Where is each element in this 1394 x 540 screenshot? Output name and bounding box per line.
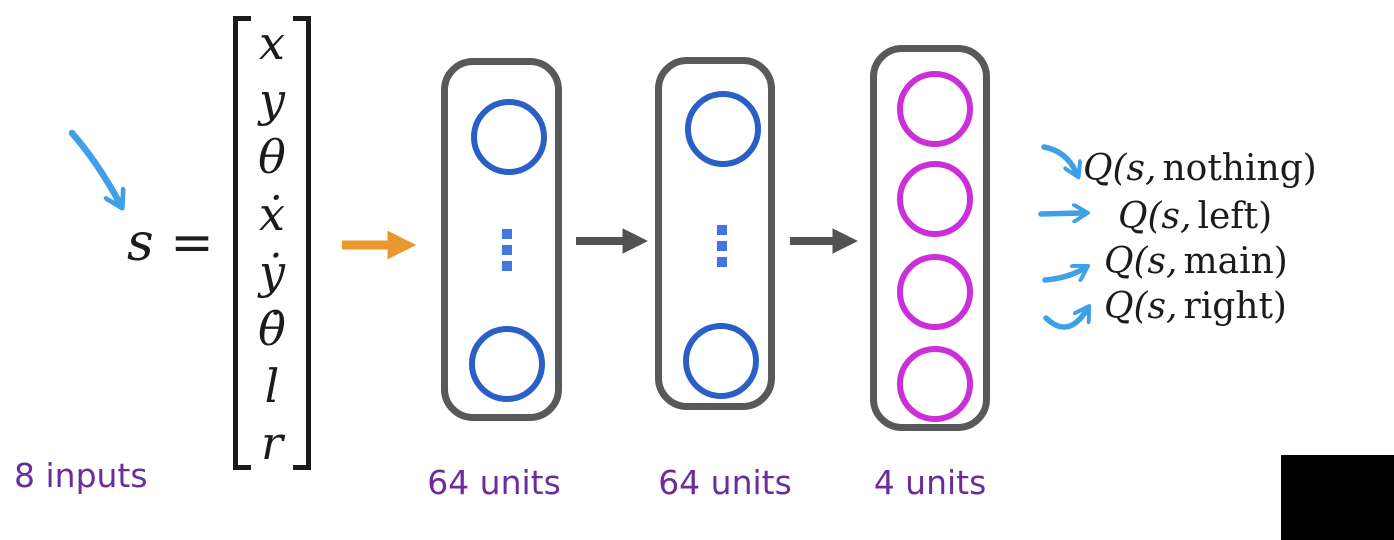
- unit-node: [469, 326, 545, 402]
- vector-entry: θ: [258, 130, 286, 185]
- unit-node: [897, 71, 973, 147]
- q-action-name: main): [1183, 241, 1288, 282]
- q-function-prefix: Q(s,: [1083, 148, 1157, 189]
- corner-overlay-box: [1281, 455, 1394, 540]
- state-equation-lhs: s =: [127, 213, 214, 273]
- q-action-name: right): [1183, 286, 1287, 327]
- vector-entry: ẋ: [259, 187, 285, 242]
- right-bracket: [293, 16, 311, 470]
- unit-node: [685, 91, 761, 167]
- state-vector-entries: x y θ ẋ ẏ θ̇ l r: [233, 20, 311, 466]
- ellipsis-dots-icon: [502, 229, 512, 271]
- q-value-nothing: Q(s,nothing): [1083, 149, 1317, 189]
- left-bracket: [233, 16, 251, 470]
- q-action-name: left): [1197, 196, 1273, 237]
- q-left-arrow-icon: [1038, 213, 1082, 214]
- q-function-prefix: Q(s,: [1104, 241, 1178, 282]
- hidden-layer-2: [655, 57, 775, 410]
- q-value-left: Q(s,left): [1118, 197, 1272, 237]
- vector-entry: r: [261, 415, 283, 470]
- q-action-name: nothing): [1162, 148, 1317, 189]
- inputs-count-label: 8 inputs: [14, 456, 148, 495]
- q-value-right: Q(s,right): [1104, 287, 1287, 327]
- output-units-label: 4 units: [873, 463, 987, 502]
- q-main-arrow-icon: [1042, 269, 1083, 283]
- ellipsis-dots-icon: [717, 225, 727, 267]
- unit-node: [471, 99, 547, 175]
- vector-entry: y: [259, 73, 285, 128]
- state-pointer-arrow-icon: [68, 129, 119, 202]
- unit-node: [683, 323, 759, 399]
- output-layer: [870, 45, 990, 431]
- vector-entry: ẏ: [259, 244, 285, 299]
- state-vector: x y θ ẋ ẏ θ̇ l r: [233, 16, 311, 470]
- vector-entry: x: [259, 16, 285, 70]
- layer1-units-label: 64 units: [427, 463, 561, 502]
- unit-node: [897, 346, 973, 422]
- q-function-prefix: Q(s,: [1118, 196, 1192, 237]
- layer2-units-label: 64 units: [658, 463, 792, 502]
- q-nothing-arrow-icon: [1041, 144, 1076, 172]
- unit-node: [897, 161, 973, 237]
- hidden-layer-1: [441, 58, 562, 421]
- vector-entry: l: [264, 358, 280, 413]
- q-function-prefix: Q(s,: [1104, 286, 1178, 327]
- vector-entry: θ̇: [258, 301, 286, 356]
- q-right-arrow-icon: [1043, 311, 1086, 330]
- unit-node: [897, 254, 973, 330]
- q-value-main: Q(s,main): [1104, 242, 1288, 282]
